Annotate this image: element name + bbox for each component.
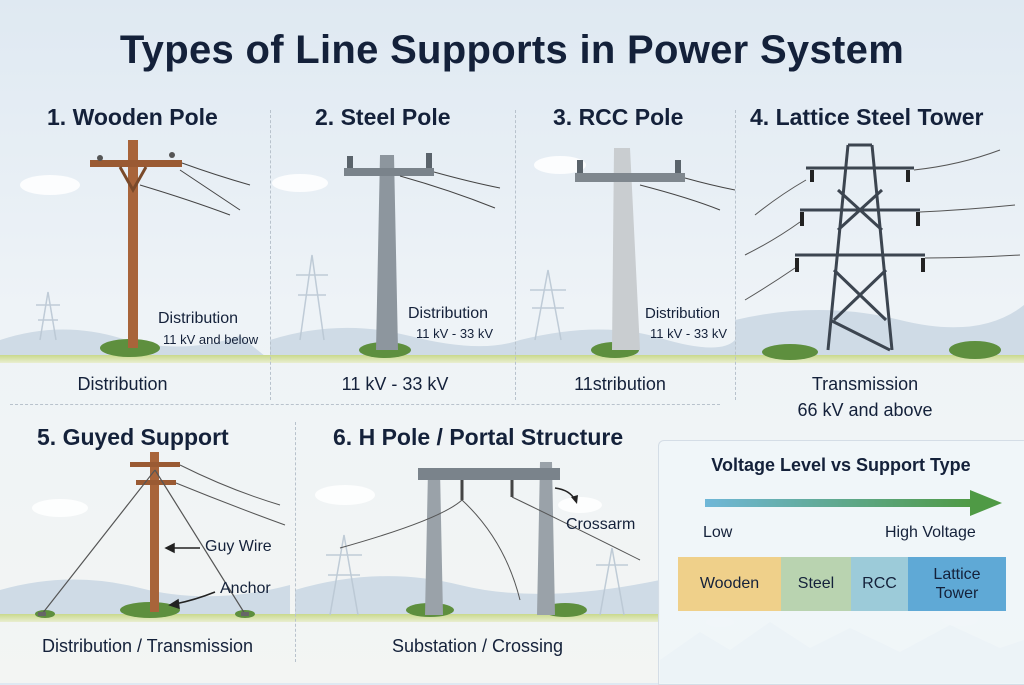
separator xyxy=(295,422,296,662)
lattice-tower-illustration xyxy=(744,143,1021,352)
legend-segment-lattice-line1: Lattice xyxy=(933,566,981,583)
panel-heading-wooden-pole: 1. Wooden Pole xyxy=(47,104,218,130)
legend-segment-wooden: Wooden xyxy=(678,557,781,611)
guyed-support-caption: Distribution / Transmission xyxy=(41,636,254,656)
legend-segment-rcc: RCC xyxy=(851,557,908,611)
separator xyxy=(10,404,720,405)
panel-heading-steel-pole: 2. Steel Pole xyxy=(315,104,451,130)
steel-pole-label: Distribution xyxy=(408,305,489,322)
rcc-pole-label: Distribution xyxy=(645,305,721,322)
lattice-tower-caption-line1: Transmission xyxy=(811,374,919,394)
legend-segment-lattice: Lattice Tower xyxy=(908,557,1006,611)
h-pole-caption: Substation / Crossing xyxy=(391,636,564,656)
wooden-pole-caption: Distribution xyxy=(77,374,168,394)
steel-pole-illustration xyxy=(344,153,501,350)
wooden-pole-label: Distribution xyxy=(158,310,239,327)
rcc-pole-voltage: 11 kV - 33 kV xyxy=(650,326,728,341)
steel-pole-caption: 11 kV - 33 kV xyxy=(341,374,449,394)
h-pole-illustration xyxy=(339,462,641,615)
panel-heading-lattice-tower: 4. Lattice Steel Tower xyxy=(750,104,984,130)
legend-low-label: Low xyxy=(703,524,733,541)
panel-heading-h-pole: 6. H Pole / Portal Structure xyxy=(333,424,624,450)
legend-title: Voltage Level vs Support Type xyxy=(711,455,971,475)
separator xyxy=(270,110,271,400)
page-title: Types of Line Supports in Power System xyxy=(119,28,905,72)
legend-segment-lattice-line2: Tower xyxy=(935,585,979,602)
guyed-support-illustration xyxy=(38,452,286,616)
steel-pole-voltage: 11 kV - 33 kV xyxy=(416,326,494,341)
wooden-pole-voltage: 11 kV and below xyxy=(163,332,259,347)
lattice-tower-caption-line2: 66 kV and above xyxy=(797,400,933,420)
rcc-pole-caption: 11stribution xyxy=(574,374,666,394)
rcc-pole-illustration xyxy=(575,148,736,350)
anchor-label: Anchor xyxy=(220,580,271,597)
clouds xyxy=(20,156,602,517)
separator xyxy=(735,110,736,400)
guy-wire-label: Guy Wire xyxy=(205,538,272,555)
legend-high-label: High Voltage xyxy=(885,524,976,541)
panel-heading-guyed-support: 5. Guyed Support xyxy=(37,424,229,450)
crossarm-label: Crossarm xyxy=(566,516,636,533)
separator xyxy=(515,110,516,400)
legend-segment-steel: Steel xyxy=(781,557,851,611)
panel-heading-rcc-pole: 3. RCC Pole xyxy=(553,104,684,130)
wooden-pole-illustration xyxy=(90,140,251,348)
